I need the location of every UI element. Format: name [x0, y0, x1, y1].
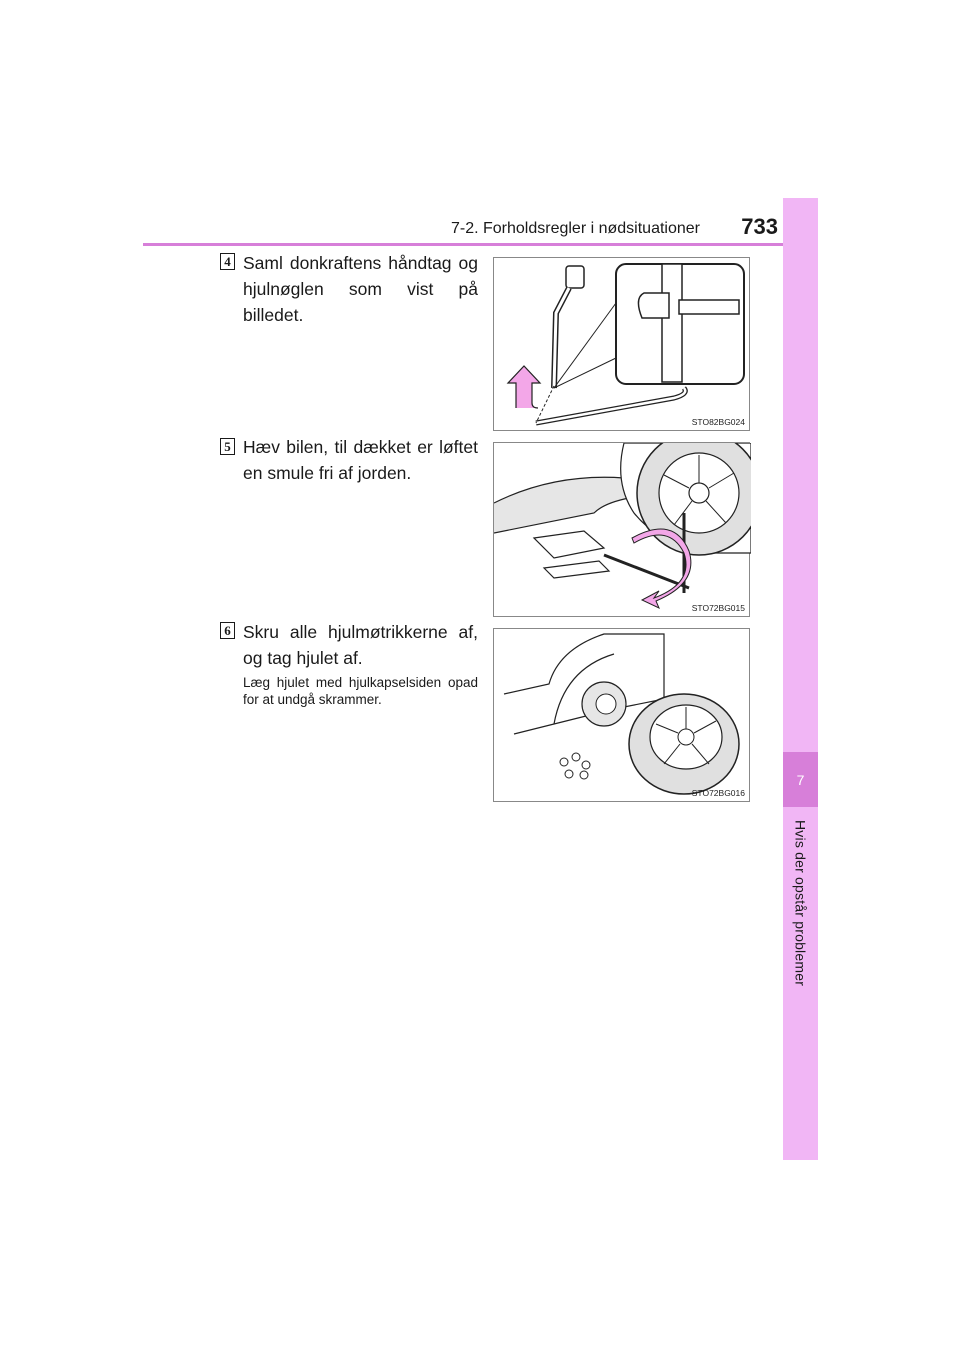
step-4-text: Saml donkraftens håndtag og hjulnøglen s…	[243, 253, 478, 325]
step-6-text: Skru alle hjulmøtrikkerne af, og tag hju…	[243, 622, 478, 668]
figure-assemble-handle: STO82BG024	[493, 257, 750, 431]
figure-code: STO72BG015	[691, 603, 745, 613]
section-title: 7-2. Forholdsregler i nødsituationer	[450, 220, 700, 237]
figure-remove-wheel: STO72BG016	[493, 628, 750, 802]
figure-raise-car: STO72BG015	[493, 442, 751, 617]
step-number-4: 4	[220, 253, 235, 270]
chapter-title: Hvis der opstår problemer	[792, 820, 809, 987]
header-rule	[143, 243, 818, 246]
page-number: 733	[741, 214, 778, 239]
step-number-5: 5	[220, 438, 235, 455]
step-number-6: 6	[220, 622, 235, 639]
chapter-number: 7	[783, 752, 818, 807]
chapter-tab	[783, 198, 818, 1160]
step-5-text: Hæv bilen, til dækket er løftet en smule…	[243, 437, 478, 483]
figure-code: STO82BG024	[691, 417, 745, 427]
figure-code: STO72BG016	[691, 788, 745, 798]
raise-car-illustration	[494, 443, 751, 610]
jack-handle-illustration	[506, 263, 745, 426]
step-6-note: Læg hjulet med hjulkapselsiden opad for …	[243, 675, 478, 707]
remove-wheel-illustration	[503, 633, 740, 795]
